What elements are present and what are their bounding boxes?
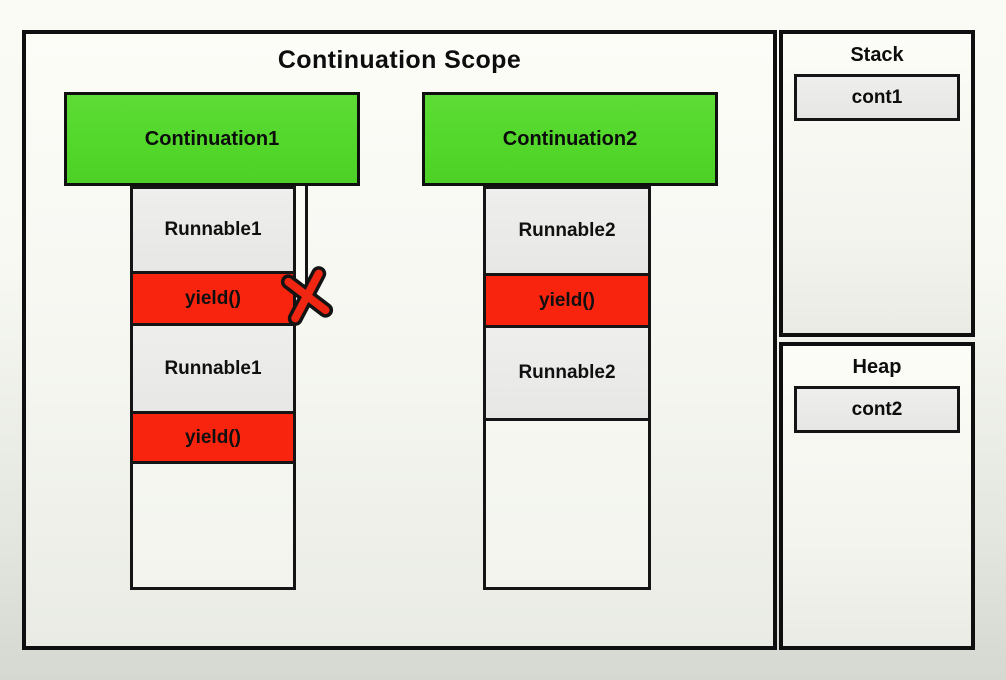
heap-panel: Heap cont2 xyxy=(779,342,975,650)
frame-runnable1-bottom: Runnable1 xyxy=(133,326,293,414)
frame-yield1-top: yield() xyxy=(133,274,293,326)
heap-item-cont2: cont2 xyxy=(794,386,960,433)
severed-link-x-icon xyxy=(276,263,338,329)
continuation1-frame-stack: Runnable1 yield() Runnable1 yield() xyxy=(130,186,296,590)
frame-yield2: yield() xyxy=(486,276,648,328)
continuation2-frame-stack: Runnable2 yield() Runnable2 xyxy=(483,186,651,590)
continuation2-label: Continuation2 xyxy=(502,127,638,150)
frame-yield1-bottom: yield() xyxy=(133,414,293,464)
stack-panel: Stack cont1 xyxy=(779,30,975,337)
continuation1-call-link xyxy=(296,186,308,302)
continuation2-header: Continuation2 xyxy=(422,92,718,186)
stack-item-cont1: cont1 xyxy=(794,74,960,121)
frame-empty-slot-2 xyxy=(486,421,648,587)
continuation1-header: Continuation1 xyxy=(64,92,360,186)
frame-empty-slot-1 xyxy=(133,464,293,587)
continuation1-label: Continuation1 xyxy=(144,127,280,150)
diagram-title: Continuation Scope xyxy=(277,46,522,74)
frame-runnable2-bottom: Runnable2 xyxy=(486,328,648,421)
frame-runnable2-top: Runnable2 xyxy=(486,189,648,276)
stack-panel-title: Stack xyxy=(850,44,904,66)
heap-panel-title: Heap xyxy=(852,356,902,378)
frame-runnable1-top: Runnable1 xyxy=(133,189,293,274)
